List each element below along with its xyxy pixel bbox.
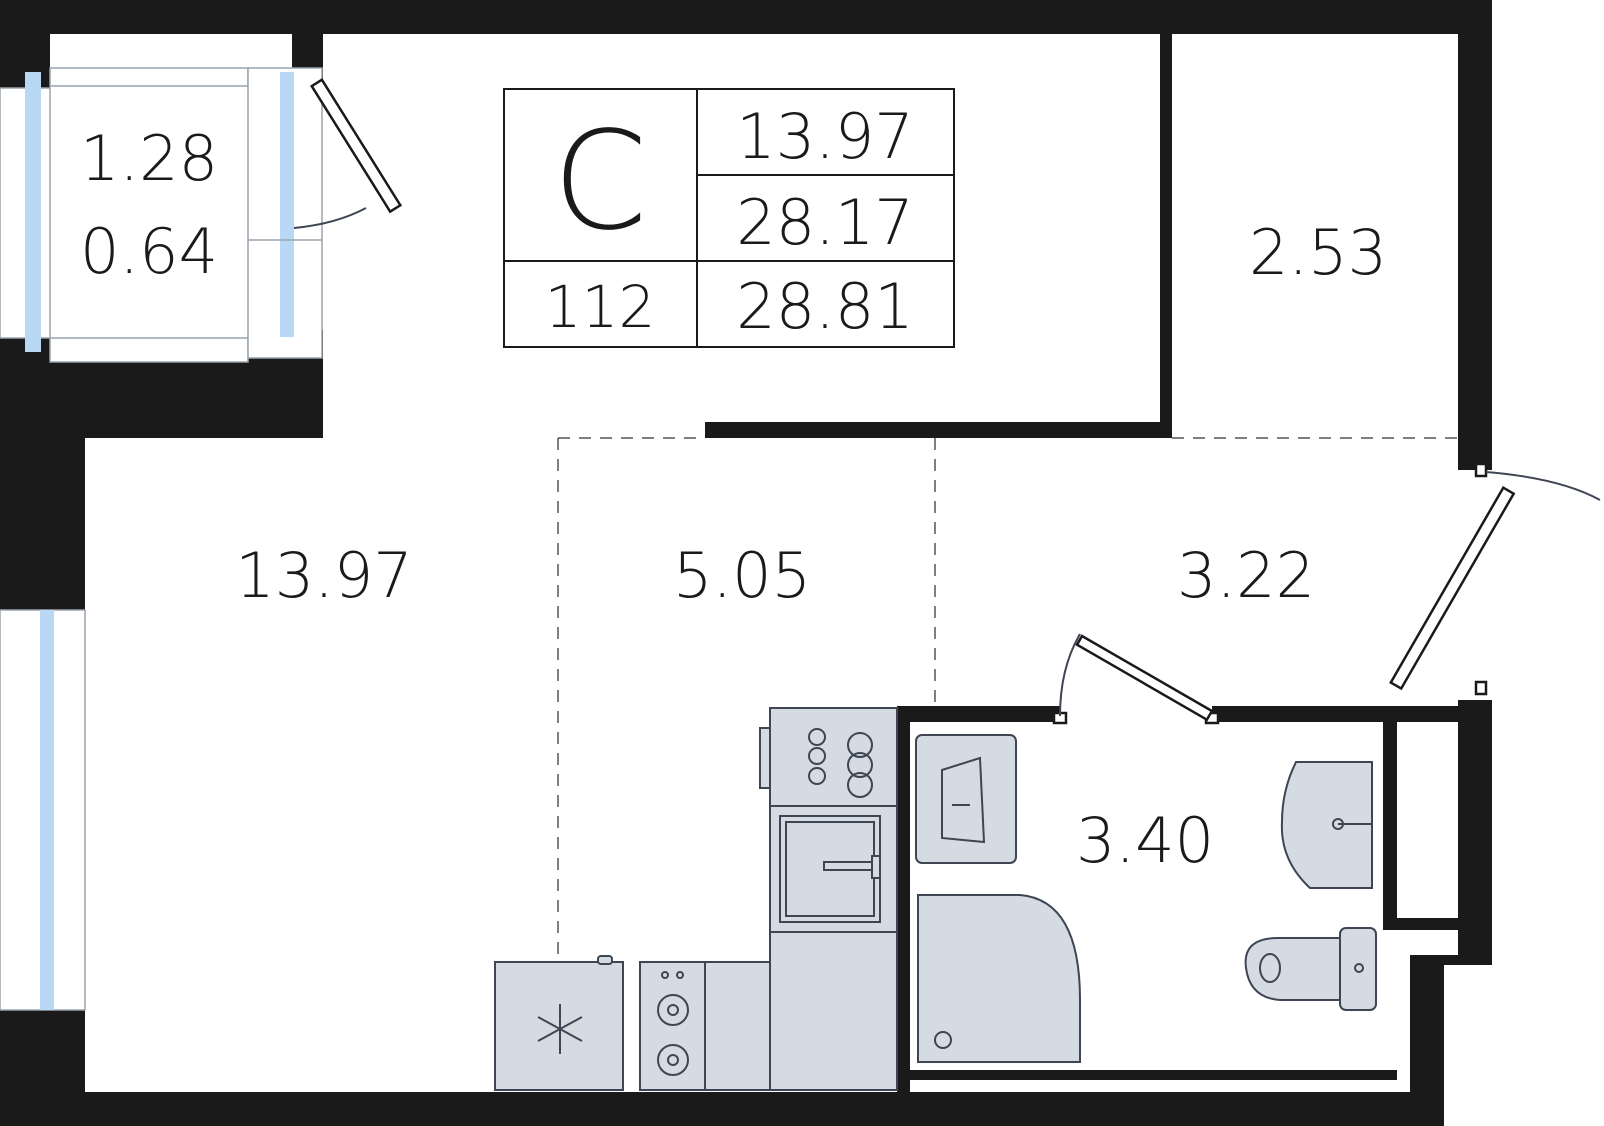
storage-area-label: 2.53 xyxy=(1249,216,1387,289)
room-labels: 1.28 0.64 2.53 13.97 5.05 3.22 3.40 xyxy=(80,122,1387,877)
washing-machine xyxy=(915,734,1017,864)
bathroom-area-label: 3.40 xyxy=(1076,804,1214,877)
washbasin xyxy=(1280,761,1373,889)
unit-info-table: С 112 13.97 28.17 28.81 xyxy=(503,88,955,348)
living-area-value: 13.97 xyxy=(736,100,914,173)
unit-type-letter: С xyxy=(553,103,648,261)
total-area-value: 28.17 xyxy=(736,186,914,259)
kitchen-area-label: 5.05 xyxy=(673,539,811,612)
unit-number: 112 xyxy=(545,273,656,341)
bathroom-fixtures xyxy=(915,734,1377,1063)
snowflake-icon xyxy=(537,1004,583,1054)
living-room-area-label: 13.97 xyxy=(235,539,413,612)
kitchen-fixtures xyxy=(494,707,898,1091)
balcony-area-label: 1.28 xyxy=(80,122,218,195)
total-area-with-balcony-value: 28.81 xyxy=(736,270,914,343)
balcony-reduced-area-label: 0.64 xyxy=(80,215,218,288)
windows xyxy=(0,67,323,1011)
doors xyxy=(293,78,1601,725)
toilet xyxy=(1339,927,1377,1011)
zone-dividers xyxy=(557,437,1460,960)
shower-tray xyxy=(917,894,1081,1063)
hallway-area-label: 3.22 xyxy=(1177,539,1315,612)
